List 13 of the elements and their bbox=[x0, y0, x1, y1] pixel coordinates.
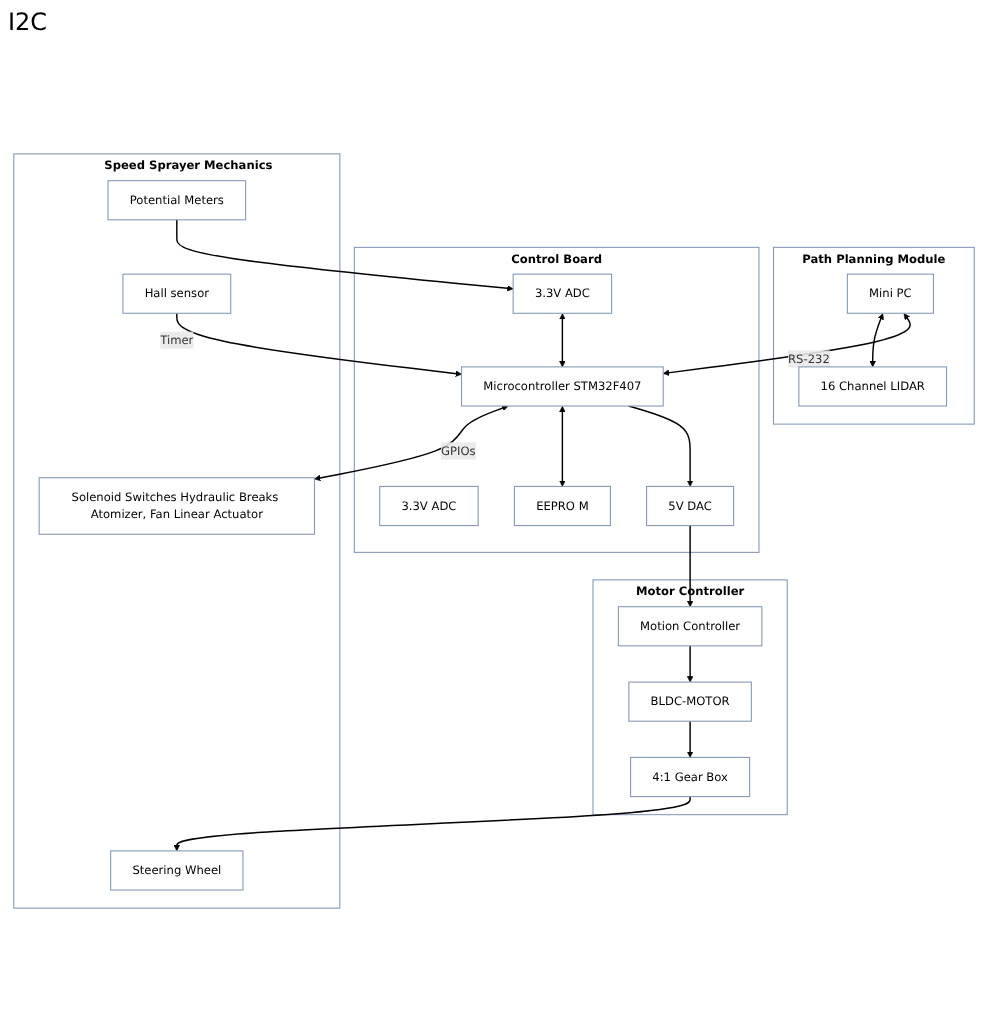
arrow bbox=[559, 406, 566, 487]
arrow bbox=[662, 313, 911, 376]
arrow bbox=[176, 219, 514, 292]
arrow bbox=[559, 313, 566, 368]
arrow bbox=[173, 795, 691, 852]
arrow bbox=[628, 405, 694, 487]
arrow bbox=[686, 720, 694, 758]
arrow bbox=[176, 312, 462, 377]
arrow bbox=[686, 524, 694, 607]
arrow bbox=[869, 313, 884, 368]
arrow bbox=[314, 405, 509, 482]
note-label: I2C bbox=[8, 8, 48, 36]
arrow bbox=[686, 645, 694, 683]
